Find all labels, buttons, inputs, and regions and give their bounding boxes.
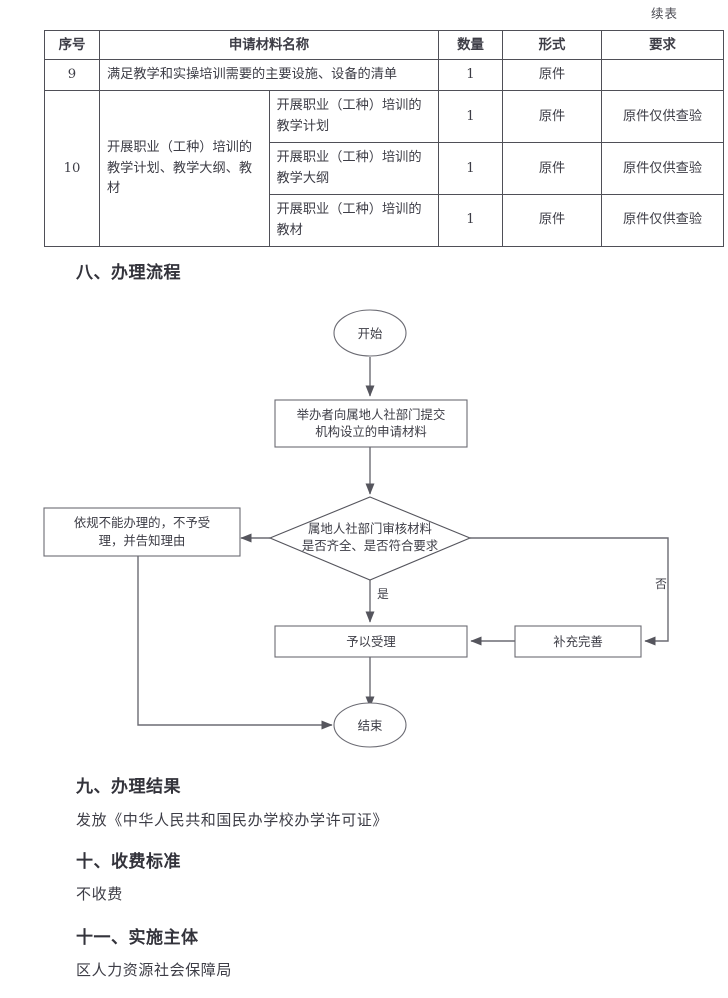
- cell-quantity: 1: [438, 194, 503, 248]
- continued-table-label: 续表: [650, 6, 678, 21]
- flow-node-submit: [274, 399, 468, 448]
- section-body-authority: 区人力资源社会保障局: [76, 961, 233, 979]
- column-header-index: 序号: [44, 30, 100, 60]
- table-row: 10 开展职业（工种）培训的教学计划、教学大纲、教材 开展职业（工种）培训的教学…: [44, 90, 724, 248]
- section-body-fees: 不收费: [76, 885, 123, 903]
- flow-node-start: [333, 309, 407, 357]
- flow-node-submit-label-line2: 机构设立的申请材料: [315, 424, 427, 439]
- cell-form: 原件: [502, 90, 602, 144]
- cell-form: 原件: [502, 58, 602, 92]
- flow-node-end: [333, 702, 407, 748]
- table-row: 开展职业（工种）培训的教材 1 原件 原件仅供查验: [45, 194, 724, 248]
- table-row: 9 满足教学和实操培训需要的主要设施、设备的清单 1 原件: [44, 58, 724, 92]
- edge-label-yes: 是: [377, 587, 389, 601]
- cell-requirement: 原件仅供查验: [601, 90, 724, 144]
- flow-node-decision-label-line2: 是否齐全、是否符合要求: [302, 538, 438, 553]
- column-header-material-name: 申请材料名称: [99, 30, 439, 60]
- flow-node-reject: [43, 507, 241, 557]
- column-header-requirement: 要求: [601, 30, 724, 60]
- table-row: 开展职业（工种）培训的教学大纲 1 原件 原件仅供查验: [45, 142, 724, 196]
- cell-material-name: 开展职业（工种）培训的教学计划: [268, 90, 439, 144]
- cell-form: 原件: [502, 194, 602, 248]
- column-header-form: 形式: [502, 30, 602, 60]
- cell-requirement: 原件仅供查验: [601, 142, 724, 196]
- cell-quantity: 1: [438, 90, 503, 144]
- cell-quantity: 1: [438, 142, 503, 196]
- application-materials-table: 序号 申请材料名称 数量 形式 要求 9 满足教学和实操培训需要的主要设施、设备…: [44, 30, 724, 248]
- flow-node-reject-label-line2: 理，并告知理由: [99, 533, 186, 548]
- flow-node-reject-label-line1: 依规不能办理的，不予受: [74, 515, 210, 530]
- cell-requirement: 原件仅供查验: [601, 194, 724, 248]
- cell-material-name: 开展职业（工种）培训的教学大纲: [268, 142, 439, 196]
- table-header-row: 序号 申请材料名称 数量 形式 要求: [44, 30, 724, 60]
- cell-index: 9: [44, 58, 100, 92]
- flow-node-supplement: [514, 625, 642, 658]
- cell-material-name: 开展职业（工种）培训的教材: [268, 194, 439, 248]
- section-heading-fees: 十、收费标准: [76, 852, 181, 872]
- cell-material-name: 满足教学和实操培训需要的主要设施、设备的清单: [99, 58, 439, 92]
- flow-node-accept-label: 予以受理: [346, 634, 396, 649]
- flow-node-start-label: 开始: [358, 326, 383, 341]
- section-body-result: 发放《中华人民共和国民办学校办学许可证》: [76, 811, 389, 829]
- flow-node-supplement-label: 补充完善: [553, 634, 603, 649]
- flow-node-decision-label-line1: 属地人社部门审核材料: [308, 521, 432, 536]
- section-heading-authority: 十一、实施主体: [76, 928, 199, 948]
- connector-reject-to-end: [137, 556, 333, 730]
- flow-node-decision: [268, 496, 472, 581]
- cell-requirement: [601, 58, 724, 92]
- connector-decision-to-supplement: [470, 537, 669, 646]
- cell-index: 10: [44, 90, 100, 248]
- edge-label-no: 否: [655, 577, 667, 591]
- column-header-quantity: 数量: [438, 30, 503, 60]
- flow-node-accept: [274, 625, 468, 658]
- section-heading-process: 八、办理流程: [76, 263, 181, 283]
- flow-node-end-label: 结束: [358, 718, 383, 733]
- flow-node-submit-label-line1: 举办者向属地人社部门提交: [297, 407, 446, 422]
- cell-material-group-name: 开展职业（工种）培训的教学计划、教学大纲、教材: [99, 90, 270, 248]
- cell-form: 原件: [502, 142, 602, 196]
- cell-quantity: 1: [438, 58, 503, 92]
- section-heading-result: 九、办理结果: [76, 777, 181, 797]
